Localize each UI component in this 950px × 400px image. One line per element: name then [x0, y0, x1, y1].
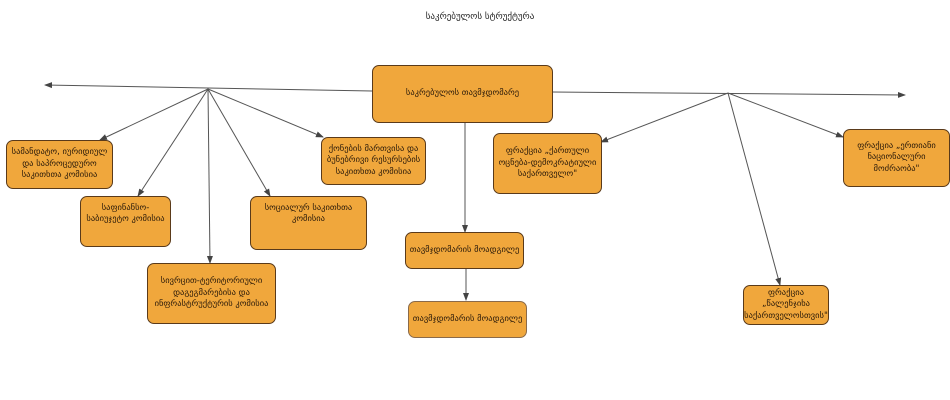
- arrow-commission-2: [137, 88, 209, 197]
- arrow-faction-2: [727, 92, 844, 138]
- arrow-faction-1: [600, 92, 729, 143]
- arrow-faction-3: [727, 92, 782, 286]
- main-line-left: [44, 82, 373, 92]
- chair-box: საკრებულოს თავმჯდომარე: [372, 65, 553, 123]
- commission-mandate-box: სამანდატო, იურიდიულ და საპროცედურო საკით…: [6, 140, 113, 189]
- commission-social-box: სოციალურ საკითხთა კომისია: [250, 196, 367, 250]
- faction-unm-box: ფრაქცია „ერთიანი ნაციონალური მოძრაობა": [843, 129, 950, 187]
- arrow-commission-1: [99, 88, 209, 141]
- arrow-commission-3: [206, 88, 213, 264]
- faction-georgian-dream-box: ფრაქცია „ქართული ოცნება-დემოკრატიული საქ…: [493, 133, 602, 194]
- commission-planning-box: სივრცით-ტერიტორიული დაგეგმარებისა და ინფ…: [147, 263, 276, 324]
- commission-finance-box: საფინანსო-საბიუჯეტო კომისია: [80, 196, 171, 247]
- arrow-commission-5: [207, 88, 324, 138]
- commission-property-box: ქონების მართვისა და ბუნებრივი რესურსების…: [321, 137, 426, 185]
- arrow-commission-4: [207, 88, 271, 197]
- deputy-box-2: თავმჯდომარის მოადგილე: [408, 301, 527, 338]
- deputy-box-1: თავმჯდომარის მოადგილე: [405, 232, 524, 269]
- faction-tsalenjikha-box: ფრაქცია „წალენჯიხა საქართველოსთვის": [743, 285, 829, 325]
- chart-title: საკრებულოს სტრუქტურა: [425, 12, 535, 22]
